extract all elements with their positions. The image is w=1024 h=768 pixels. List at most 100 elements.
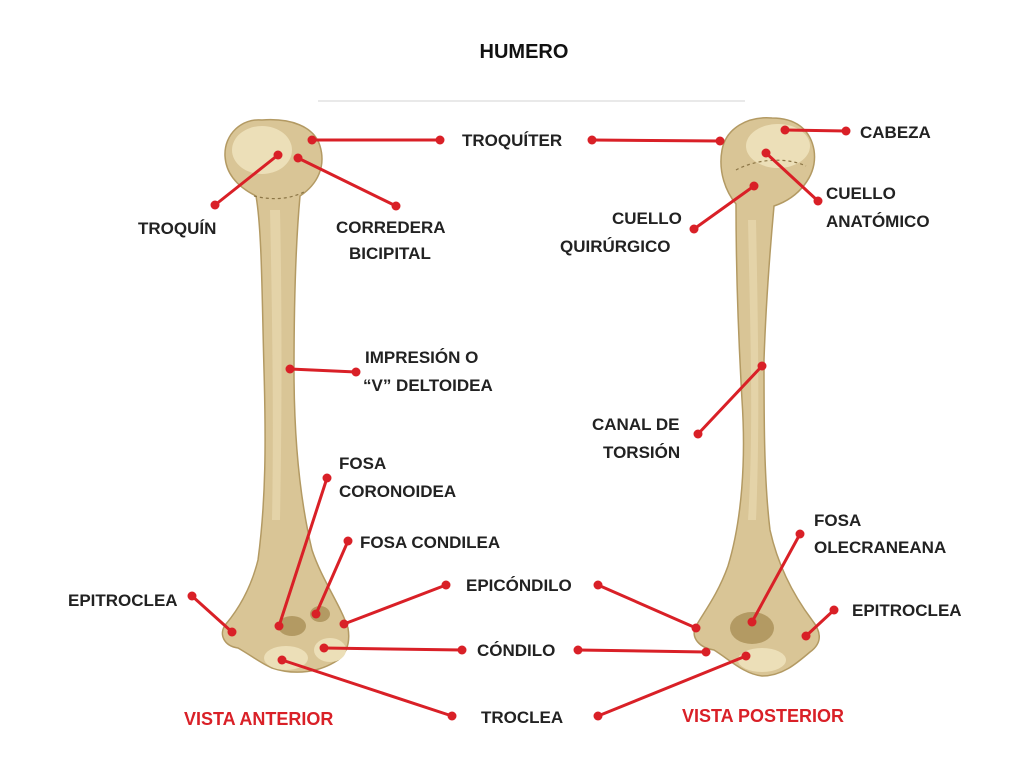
caption-vista-posterior: VISTA POSTERIOR	[682, 706, 844, 726]
anterior-leaders	[187, 135, 467, 721]
leader-dot	[587, 135, 597, 145]
humerus-anterior-bone	[221, 118, 350, 673]
leader-troquiter-posterior	[590, 138, 722, 143]
leader-dot	[307, 135, 317, 145]
leader-dot	[813, 196, 823, 206]
leader-fosa-coronoidea	[277, 476, 329, 628]
leader-impresion-deltoidea	[288, 367, 358, 374]
humerus-posterior-head	[746, 124, 810, 168]
leader-dot	[277, 655, 287, 665]
leader-dot	[841, 126, 851, 136]
leader-dot	[715, 136, 725, 146]
label-troclea: TROCLEA	[481, 708, 563, 727]
humerus-posterior-view	[693, 117, 820, 677]
leader-dot	[741, 651, 751, 661]
label-condilo: CÓNDILO	[477, 641, 555, 660]
label-cuello-anatomico-line2: ANATÓMICO	[826, 212, 930, 231]
leader-dot	[757, 361, 767, 371]
label-troquiter: TROQUÍTER	[462, 131, 562, 150]
humerus-posterior-shaft-highlight	[748, 220, 759, 520]
leader-dot	[441, 580, 451, 590]
leader-dot	[701, 647, 711, 657]
leader-dot	[339, 619, 349, 629]
label-canal-torsion-line1: CANAL DE	[592, 415, 680, 434]
leader-epitroclea-posterior	[804, 608, 836, 638]
leader-dot	[593, 580, 603, 590]
leader-dot	[780, 125, 790, 135]
label-fosa-olecraneana-line2: OLECRANEANA	[814, 538, 946, 557]
leader-cabeza	[783, 128, 848, 133]
leader-dot	[435, 135, 445, 145]
leader-fosa-condilea	[314, 539, 350, 616]
leader-epitroclea-anterior	[190, 594, 234, 634]
posterior-neck-line	[735, 159, 807, 171]
anterior-neck-line	[253, 191, 305, 200]
label-corredera-bicipital-line1: CORREDERA	[336, 218, 446, 237]
leader-dot	[761, 148, 771, 158]
label-fosa-coronoidea-line1: FOSA	[339, 454, 386, 473]
leader-dot	[749, 181, 759, 191]
leader-dot	[457, 645, 467, 655]
leader-dot	[447, 711, 457, 721]
leader-epicondilo-anterior	[342, 583, 448, 626]
humerus-anterior-shaft-highlight	[270, 210, 282, 520]
leader-dot	[293, 153, 303, 163]
leader-dot	[285, 364, 295, 374]
leader-cuello-anatomico	[764, 151, 820, 203]
leader-dot	[187, 591, 197, 601]
caption-vista-anterior: VISTA ANTERIOR	[184, 709, 333, 729]
leader-dot	[274, 621, 284, 631]
fosa-coronoidea-shadow	[278, 616, 306, 636]
leader-troclea-posterior	[596, 654, 748, 718]
page-title: HUMERO	[480, 41, 569, 63]
label-cabeza: CABEZA	[860, 123, 931, 142]
leader-condilo-anterior	[322, 646, 464, 652]
label-impresion-line1: IMPRESIÓN O	[365, 348, 478, 367]
label-cuello-quirurgico-line2: QUIRÚRGICO	[560, 237, 671, 256]
humerus-anterior-head	[232, 126, 292, 174]
leader-dot	[691, 623, 701, 633]
leader-dot	[801, 631, 811, 641]
leader-dot	[829, 605, 839, 615]
leader-dot	[573, 645, 583, 655]
leader-dot	[391, 201, 401, 211]
labels: TROQUÍTER TROQUÍN CORREDERA BICIPITAL IM…	[68, 123, 962, 727]
leader-canal-torsion	[696, 364, 764, 436]
condilo-surface	[314, 638, 346, 662]
leader-dot	[351, 367, 361, 377]
leader-troclea-anterior	[280, 658, 454, 718]
label-impresion-line2: “V” DELTOIDEA	[363, 376, 493, 395]
fosa-olecraneana-shadow	[730, 612, 774, 644]
label-canal-torsion-line2: TORSIÓN	[603, 443, 680, 462]
label-epicondilo: EPICÓNDILO	[466, 576, 572, 595]
leader-dot	[210, 200, 220, 210]
leader-troquin	[213, 153, 280, 207]
leader-dot	[322, 473, 332, 483]
leader-dot	[693, 429, 703, 439]
label-epitroclea-posterior: EPITROCLEA	[852, 601, 962, 620]
leader-corredera-bicipital	[296, 156, 398, 208]
leader-dot	[343, 536, 353, 546]
label-fosa-olecraneana-line1: FOSA	[814, 511, 861, 530]
label-cuello-quirurgico-line1: CUELLO	[612, 209, 682, 228]
humerus-anterior-view	[221, 118, 350, 673]
leader-dot	[273, 150, 283, 160]
leader-dot	[311, 609, 321, 619]
label-troquin: TROQUÍN	[138, 219, 216, 238]
leader-dot	[227, 627, 237, 637]
leader-condilo-posterior	[576, 648, 708, 654]
leader-dot	[319, 643, 329, 653]
label-cuello-anatomico-line1: CUELLO	[826, 184, 896, 203]
label-fosa-coronoidea-line2: CORONOIDEA	[339, 482, 456, 501]
leader-dot	[795, 529, 805, 539]
leader-cuello-quirurgico	[692, 184, 756, 231]
label-epitroclea-anterior: EPITROCLEA	[68, 591, 178, 610]
leader-fosa-olecraneana	[750, 532, 802, 624]
label-corredera-bicipital-line2: BICIPITAL	[349, 244, 431, 263]
label-fosa-condilea: FOSA CONDILEA	[360, 533, 500, 552]
leader-dot	[593, 711, 603, 721]
leader-dot	[747, 617, 757, 627]
leader-epicondilo-posterior	[596, 583, 698, 630]
leader-dot	[689, 224, 699, 234]
